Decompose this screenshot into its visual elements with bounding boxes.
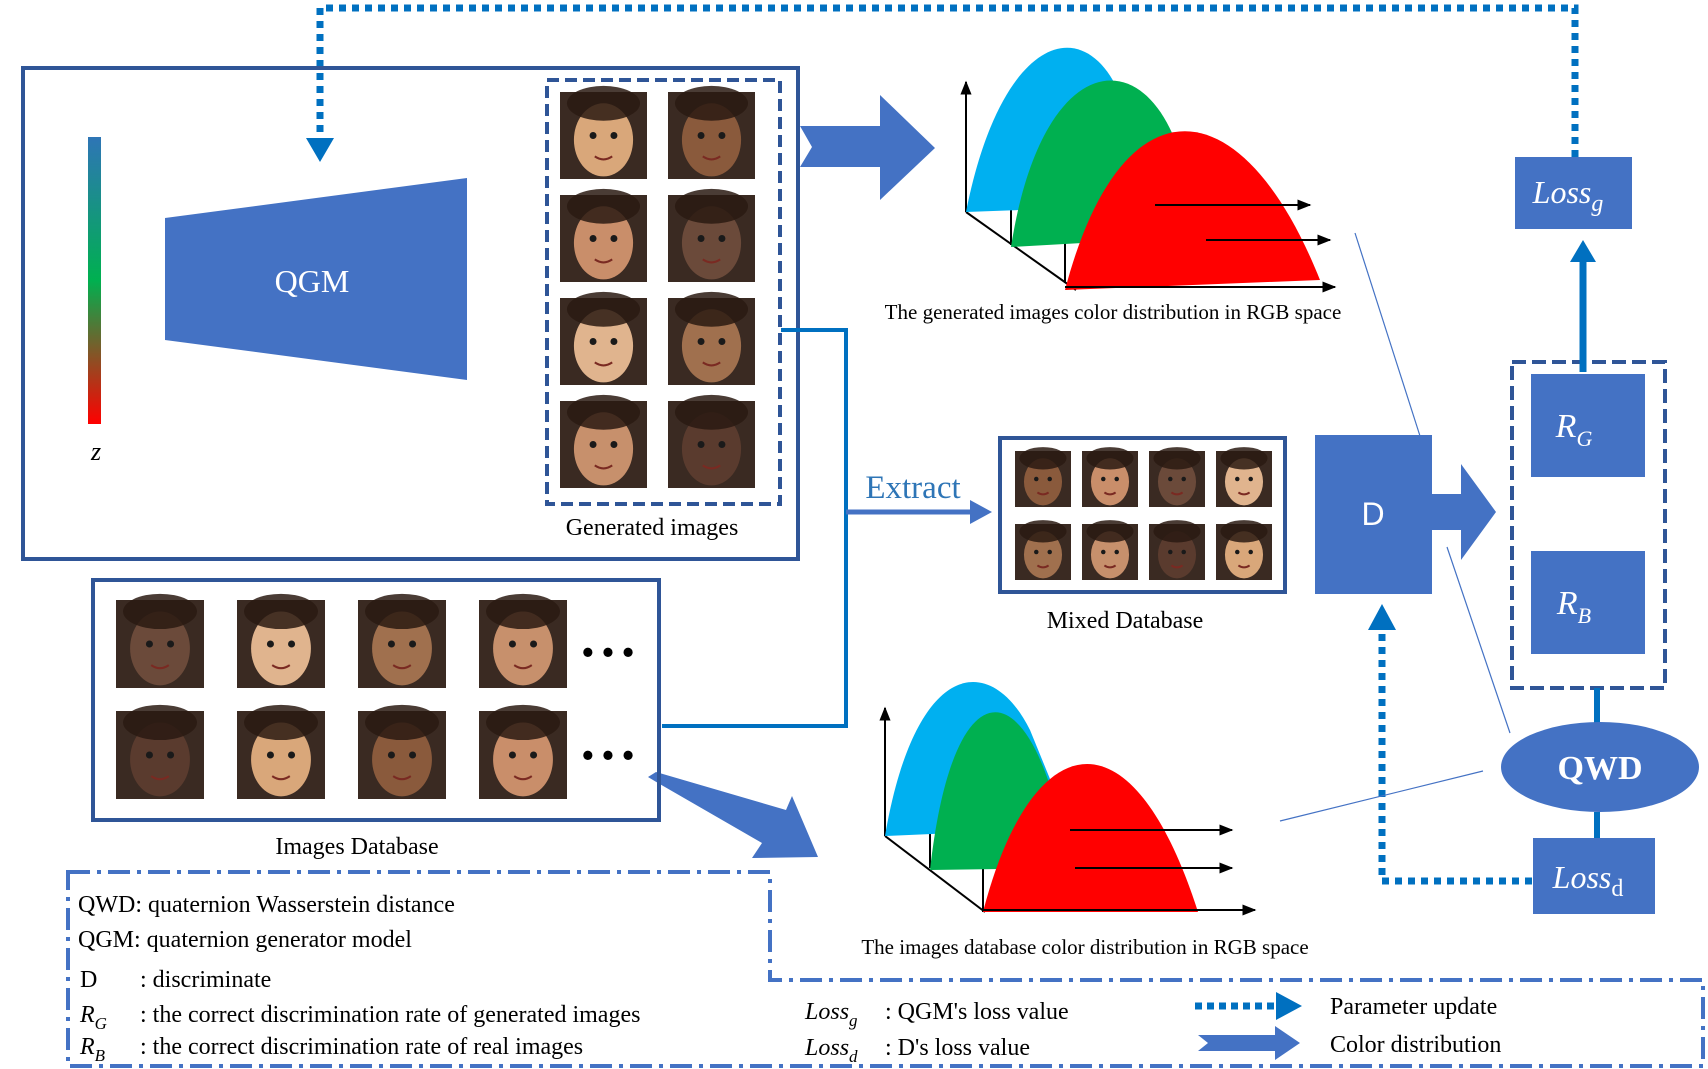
rg-label: RG xyxy=(1555,408,1593,451)
rb-label: RB xyxy=(1556,585,1591,628)
latent-label: z xyxy=(90,437,101,466)
images-database-frame xyxy=(91,578,661,822)
legend-param-update-text: Parameter update xyxy=(1330,994,1497,1020)
database-face-thumbnail xyxy=(116,704,204,799)
color-dist-arrow-generated xyxy=(800,95,935,200)
images-database-ellipsis-top: • • • xyxy=(582,634,633,670)
color-dist-arrow-database xyxy=(648,772,818,858)
legend-rb-text: : the correct discrimination rate of rea… xyxy=(140,1034,583,1060)
extract-label: Extract xyxy=(865,470,960,506)
loss-d-block xyxy=(1533,838,1655,914)
legend-color-dist-text: Color distribution xyxy=(1330,1032,1501,1058)
legend-rb-key: RB xyxy=(79,1034,106,1065)
mixed-database-caption: Mixed Database xyxy=(1047,608,1204,634)
qgm-block xyxy=(165,178,467,380)
loss-g-block xyxy=(1515,157,1632,229)
legend-d-text: : discriminate xyxy=(140,967,271,993)
generated-color-distribution xyxy=(960,47,1337,293)
rb-block xyxy=(1531,551,1645,654)
d-to-rates-arrow xyxy=(1431,464,1496,560)
mixed-face-thumbnail xyxy=(1015,520,1071,580)
database-face-thumbnail xyxy=(358,593,446,688)
generated-face-thumbnail xyxy=(560,291,647,385)
loss-d-label: Lossd xyxy=(1552,859,1624,902)
mixed-face-thumbnail xyxy=(1082,447,1138,507)
qwd-ellipse xyxy=(1501,722,1699,812)
qwd-label: QWD xyxy=(1558,750,1643,787)
extract-arrowhead xyxy=(970,500,992,524)
generated-face-thumbnail xyxy=(668,394,755,488)
legend-loss-d-text: : D's loss value xyxy=(885,1035,1030,1061)
mixed-database-frame xyxy=(998,436,1287,594)
mixed-face-thumbnail xyxy=(1015,447,1071,507)
mixed-database-grid xyxy=(1015,447,1272,580)
legend-rg-text: : the correct discrimination rate of gen… xyxy=(140,1002,640,1028)
database-face-thumbnail xyxy=(479,704,567,799)
legend-d-key: D xyxy=(80,967,97,993)
mixed-face-thumbnail xyxy=(1149,520,1205,580)
legend-loss-g-text: : QGM's loss value xyxy=(885,999,1069,1025)
generated-face-thumbnail xyxy=(560,394,647,488)
generated-images-caption: Generated images xyxy=(566,515,739,541)
database-face-thumbnail xyxy=(116,593,204,688)
mixed-face-thumbnail xyxy=(1082,520,1138,580)
database-distribution-caption: The images database color distribution i… xyxy=(861,935,1308,959)
legend-param-update-arrowhead xyxy=(1276,992,1302,1020)
images-database-caption: Images Database xyxy=(275,834,438,860)
legend-loss-d-key: Lossd xyxy=(804,1035,858,1066)
generated-images-frame xyxy=(545,78,782,506)
generated-face-thumbnail xyxy=(668,188,755,282)
images-database-ellipsis-bottom: • • • xyxy=(582,737,633,773)
generator-panel xyxy=(21,66,800,561)
legend-qgm: QGM: quaternion generator model xyxy=(78,927,412,953)
database-face-thumbnail xyxy=(237,593,325,688)
loop-arrowhead-d xyxy=(1368,604,1396,630)
legend: QWD: quaternion Wasserstein distance QGM… xyxy=(78,892,1501,1066)
discriminator-block xyxy=(1315,435,1432,594)
rg-block xyxy=(1531,374,1645,477)
legend-color-dist-arrow xyxy=(1198,1026,1300,1060)
database-face-thumbnail xyxy=(237,704,325,799)
legend-qwd: QWD: quaternion Wasserstein distance xyxy=(78,892,455,918)
legend-frame xyxy=(66,870,1705,1068)
mixed-face-thumbnail xyxy=(1149,447,1205,507)
qgm-label: QGM xyxy=(275,263,350,299)
generated-distribution-caption: The generated images color distribution … xyxy=(885,300,1342,324)
loop-arrowhead-qgm xyxy=(306,138,334,162)
database-face-thumbnail xyxy=(479,593,567,688)
extract-connector xyxy=(662,328,848,728)
generated-images-grid xyxy=(560,85,755,488)
generated-face-thumbnail xyxy=(560,188,647,282)
discriminator-label: D xyxy=(1361,496,1384,532)
rates-to-loss-g-arrowhead xyxy=(1570,240,1596,262)
database-color-distribution xyxy=(879,681,1257,916)
database-face-thumbnail xyxy=(358,704,446,799)
loss-g-label: Lossg xyxy=(1532,174,1604,217)
images-database-grid xyxy=(116,593,567,799)
latent-vector-bar xyxy=(88,137,101,424)
legend-loss-g-key: Lossg xyxy=(804,999,858,1030)
generated-face-thumbnail xyxy=(668,85,755,179)
connector-lines xyxy=(1279,232,1511,822)
generated-face-thumbnail xyxy=(560,85,647,179)
mixed-face-thumbnail xyxy=(1216,447,1272,507)
legend-rg-key: RG xyxy=(79,1002,107,1033)
parameter-update-loop xyxy=(316,4,1579,885)
generated-face-thumbnail xyxy=(668,291,755,385)
mixed-face-thumbnail xyxy=(1216,520,1272,580)
